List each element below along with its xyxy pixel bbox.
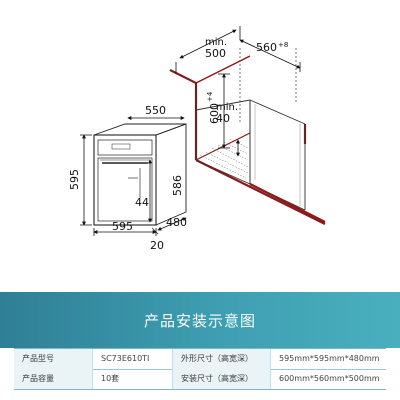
spec-value: 10套 bbox=[92, 369, 172, 389]
label-560: 560 bbox=[256, 41, 277, 54]
label-550: 550 bbox=[145, 104, 166, 117]
label-600: 600 bbox=[208, 103, 221, 124]
label-44: 44 bbox=[135, 196, 149, 209]
niche-dimensions bbox=[175, 26, 301, 157]
label-40: 40 bbox=[216, 112, 230, 125]
cabinet-niche bbox=[169, 48, 326, 225]
banner-title: 产品安装示意图 bbox=[143, 312, 256, 330]
spec-value: 595mm*595mm*480mm bbox=[270, 349, 386, 369]
label-480: 480 bbox=[166, 216, 187, 229]
spec-label: 外形尺寸（高宽深） bbox=[172, 349, 270, 369]
spec-label: 产品型号 bbox=[14, 349, 92, 369]
label-20: 20 bbox=[150, 239, 164, 252]
spec-table: 产品型号 SC73E610TI 外形尺寸（高宽深） 595mm*595mm*48… bbox=[14, 348, 386, 390]
label-586: 586 bbox=[171, 175, 184, 196]
label-595-left: 595 bbox=[68, 169, 81, 190]
oven-drawing bbox=[93, 123, 187, 226]
spec-label: 产品容量 bbox=[14, 369, 92, 389]
oven-dimensions bbox=[80, 116, 187, 236]
spec-label: 安装尺寸（高宽深） bbox=[172, 369, 270, 389]
spec-value: SC73E610TI bbox=[92, 349, 172, 369]
spec-row: 产品容量 10套 安装尺寸（高宽深） 600mm*560mm*500mm bbox=[14, 369, 386, 389]
spec-row: 产品型号 SC73E610TI 外形尺寸（高宽深） 595mm*595mm*48… bbox=[14, 349, 386, 370]
label-560-tol: +8 bbox=[278, 41, 288, 49]
label-min-40: min. bbox=[216, 102, 238, 113]
label-500: 500 bbox=[205, 47, 226, 60]
banner: 产品安装示意图 bbox=[0, 292, 400, 348]
label-min-500: min. bbox=[205, 37, 227, 48]
label-595-bottom: 595 bbox=[112, 220, 133, 233]
label-600-tol: +4 bbox=[206, 91, 214, 102]
spec-value: 600mm*560mm*500mm bbox=[270, 369, 386, 389]
installation-diagram: min. 500 560 +8 600 +4 min. 40 bbox=[68, 26, 326, 252]
